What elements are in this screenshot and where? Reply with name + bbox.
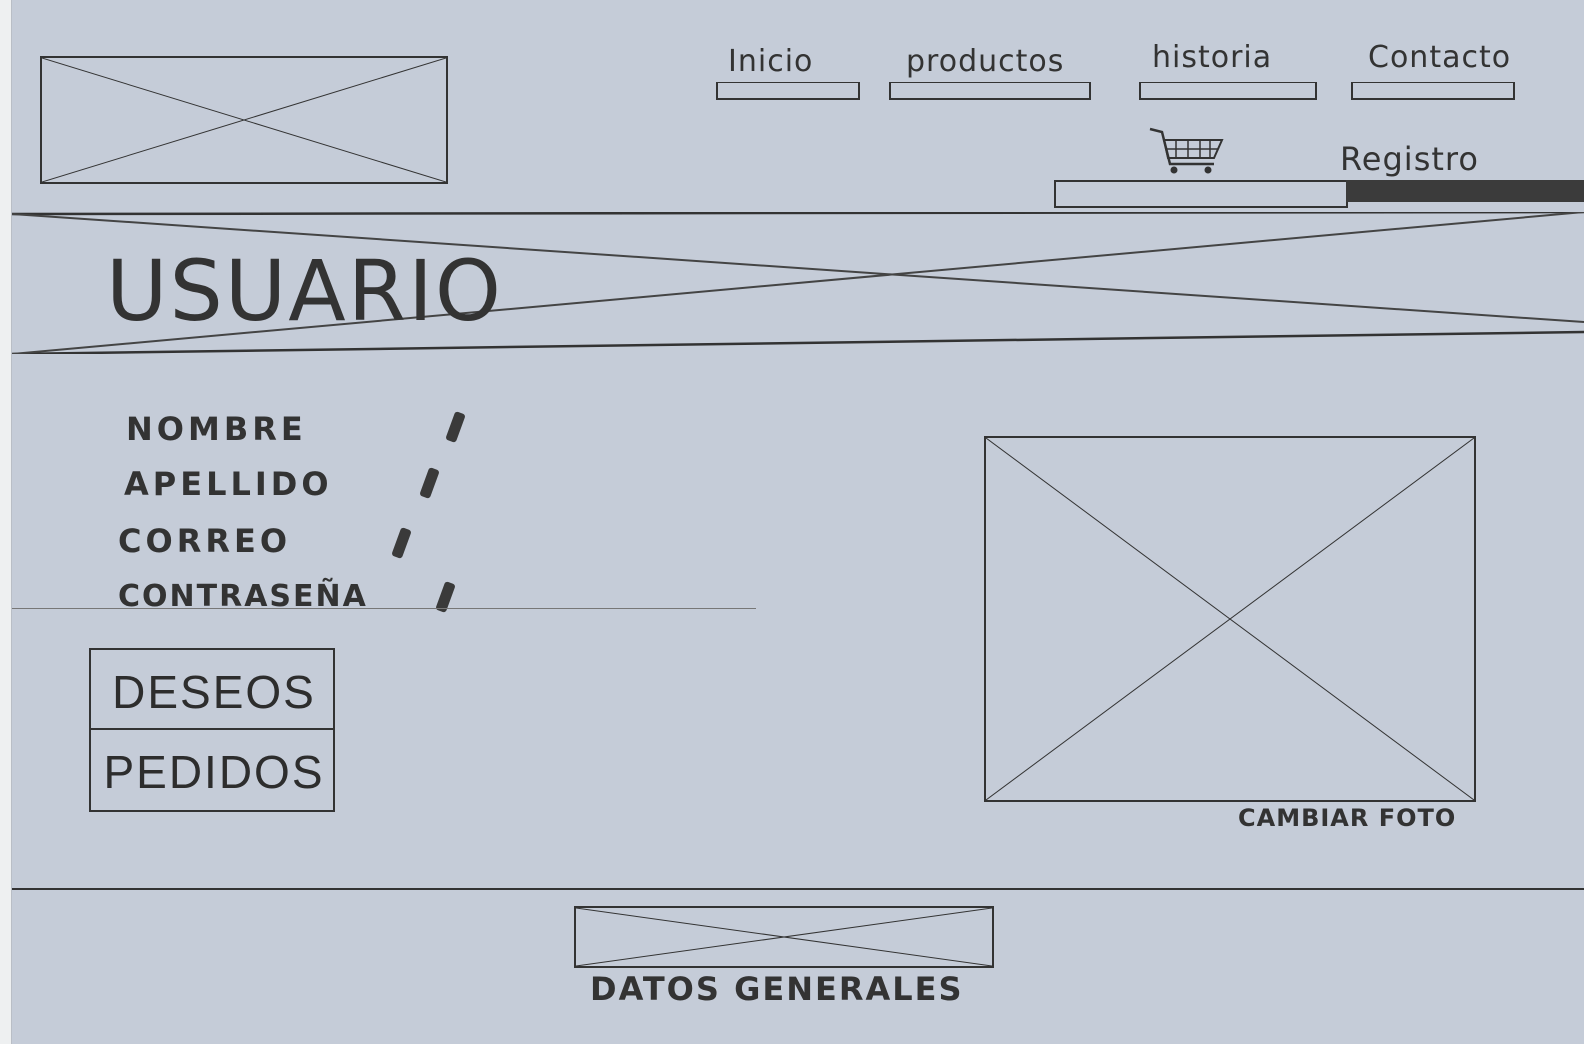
pencil-icon[interactable] — [419, 467, 440, 499]
nav-link-inicio-bar[interactable] — [716, 82, 860, 100]
field-label-apellido: APELLIDO — [124, 465, 333, 503]
orders-button[interactable]: PEDIDOS — [89, 730, 335, 812]
image-placeholder-icon — [576, 908, 992, 966]
nav-link-contacto-bar[interactable] — [1351, 82, 1515, 100]
pencil-icon[interactable] — [445, 411, 466, 443]
paper-edge — [0, 0, 12, 1044]
change-photo-link[interactable]: CAMBIAR FOTO — [1238, 804, 1457, 832]
wishes-button[interactable]: DESEOS — [89, 648, 335, 730]
search-input[interactable] — [1054, 180, 1348, 208]
nav-link-historia-bar[interactable] — [1139, 82, 1317, 100]
footer-label: DATOS GENERALES — [590, 970, 964, 1008]
image-placeholder-icon — [986, 438, 1474, 800]
banner-image-placeholder-icon — [12, 212, 1584, 354]
pencil-icon[interactable] — [391, 527, 412, 559]
profile-photo-placeholder — [984, 436, 1476, 802]
page-title: USUARIO — [106, 242, 504, 340]
image-placeholder-icon — [42, 58, 446, 182]
nav-link-productos-bar[interactable] — [889, 82, 1091, 100]
nav-link-productos[interactable]: productos — [906, 44, 1065, 79]
nav-link-contacto[interactable]: Contacto — [1368, 40, 1512, 75]
registro-link[interactable]: Registro — [1340, 140, 1479, 178]
logo-placeholder — [40, 56, 448, 184]
field-label-correo: CORREO — [118, 522, 292, 560]
nav-link-inicio[interactable]: Inicio — [728, 44, 814, 79]
footer-divider — [12, 888, 1584, 890]
field-divider — [12, 608, 756, 609]
nav-link-historia[interactable]: historia — [1152, 40, 1273, 75]
field-label-nombre: NOMBRE — [126, 410, 307, 448]
user-banner: USUARIO — [12, 212, 1584, 354]
shopping-cart-icon[interactable] — [1148, 126, 1228, 176]
registro-button[interactable] — [1346, 180, 1584, 202]
footer-image-placeholder — [574, 906, 994, 968]
